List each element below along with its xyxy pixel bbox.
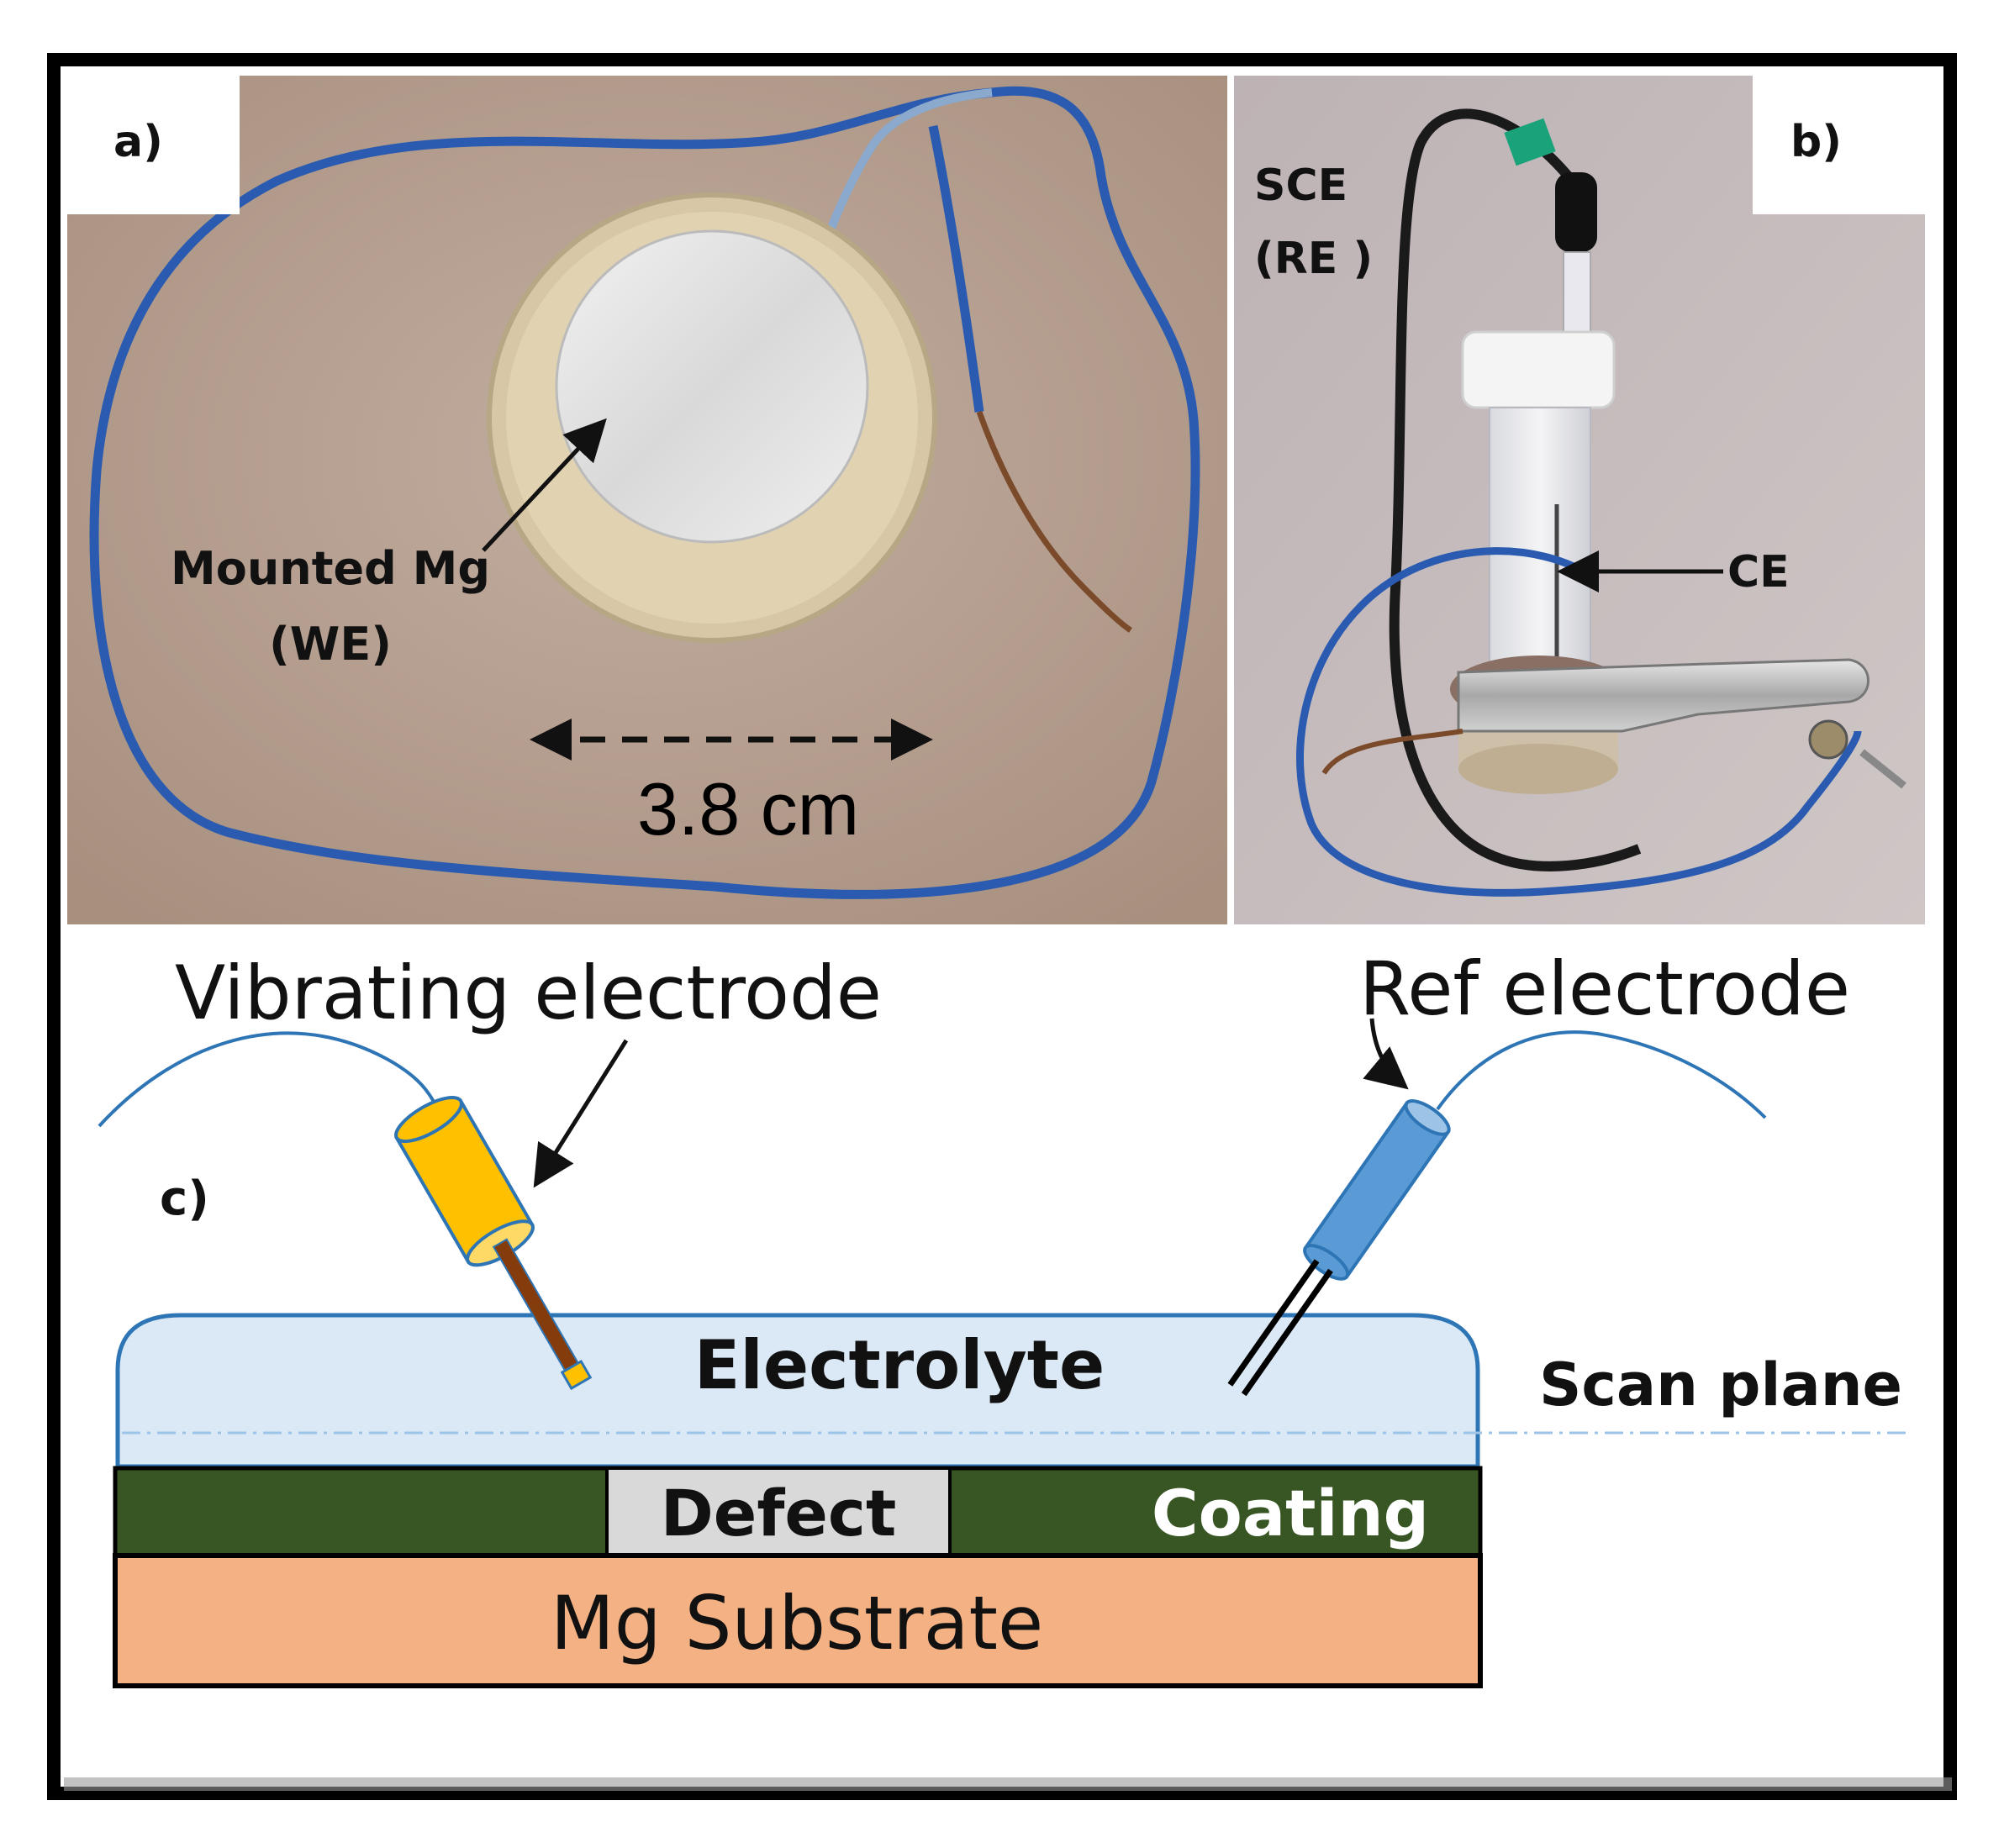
panel-a-wire-lead — [820, 88, 993, 254]
frame-shadow — [64, 1777, 1952, 1791]
panel-a-label: a) — [113, 117, 163, 167]
coating-label: Coating — [1152, 1476, 1429, 1551]
vibrating-electrode — [394, 1096, 593, 1391]
panel-a-wire-branch — [928, 124, 984, 413]
vibrating-electrode-label: Vibrating electrode — [175, 950, 882, 1036]
ref-electrode-top — [1404, 1099, 1451, 1136]
mg-sample-disk — [555, 229, 869, 544]
ref-wire-1 — [1227, 1259, 1320, 1387]
figure-frame-border — [47, 53, 1957, 1800]
sample-label: Mounted Mg — [171, 542, 490, 595]
panel-b-copper-wire — [1321, 729, 1463, 775]
panel-c-label: c) — [160, 1171, 209, 1226]
resin-base-bottom — [1458, 744, 1618, 794]
counter-label: CE — [1727, 547, 1790, 598]
connector-pin — [1859, 749, 1906, 789]
ref-electrode-bottom — [1303, 1244, 1350, 1281]
cable-green-tag — [1504, 118, 1556, 166]
ptfe-cap — [1461, 330, 1616, 409]
panel-b-label: b) — [1790, 117, 1842, 167]
glass-cell — [1489, 407, 1591, 669]
electrolyte-region — [115, 1313, 1480, 1469]
mg-substrate — [113, 1553, 1483, 1688]
ref-electrode — [1227, 1099, 1451, 1397]
substrate-label: Mg Substrate — [551, 1580, 1043, 1666]
ref-wire-2 — [1241, 1268, 1333, 1397]
panel-a-photo: a) Mounted Mg (WE) 3.8 cm — [67, 76, 1227, 924]
panel-a-copper-wire — [976, 410, 1132, 633]
panel-b-blue-wire — [1296, 547, 1862, 897]
dimension-arrow-left — [530, 719, 572, 761]
dimension-label: 3.8 cm — [637, 767, 859, 850]
ref-electrode-cable — [1436, 1030, 1767, 1119]
sample-sublabel: (WE) — [269, 618, 392, 671]
sce-cable — [1389, 108, 1642, 871]
vibrating-electrode-cable — [98, 1031, 439, 1128]
ref-electrode-arrow — [1363, 1018, 1409, 1090]
vibrating-electrode-arrow — [533, 1039, 629, 1188]
sample-arrow — [482, 418, 607, 552]
dimension-arrow-right — [891, 719, 933, 761]
reference-label: SCE — [1254, 161, 1347, 211]
panel-b-label-box — [1753, 76, 1925, 214]
reference-sublabel: (RE ) — [1254, 234, 1373, 284]
vibrating-probe-bead — [560, 1359, 593, 1391]
electrolyte-label: Electrolyte — [694, 1326, 1105, 1404]
panel-a-wire-loop — [89, 86, 1200, 899]
scan-plane-label: Scan plane — [1539, 1350, 1902, 1419]
defect-region — [605, 1466, 952, 1557]
steel-clamp — [1457, 658, 1870, 733]
panel-c-schematic: Vibrating electrode Ref electrode c) Ele… — [98, 945, 1908, 1688]
vibrating-electrode-top — [394, 1096, 463, 1144]
panel-a-label-box — [67, 76, 240, 214]
panel-b-photo: b) SCE (RE ) CE — [1234, 76, 1925, 924]
clamp-screw — [1808, 719, 1848, 760]
ref-electrode-label: Ref electrode — [1359, 945, 1850, 1032]
sce-cap — [1555, 172, 1597, 252]
defect-label: Defect — [661, 1476, 897, 1551]
